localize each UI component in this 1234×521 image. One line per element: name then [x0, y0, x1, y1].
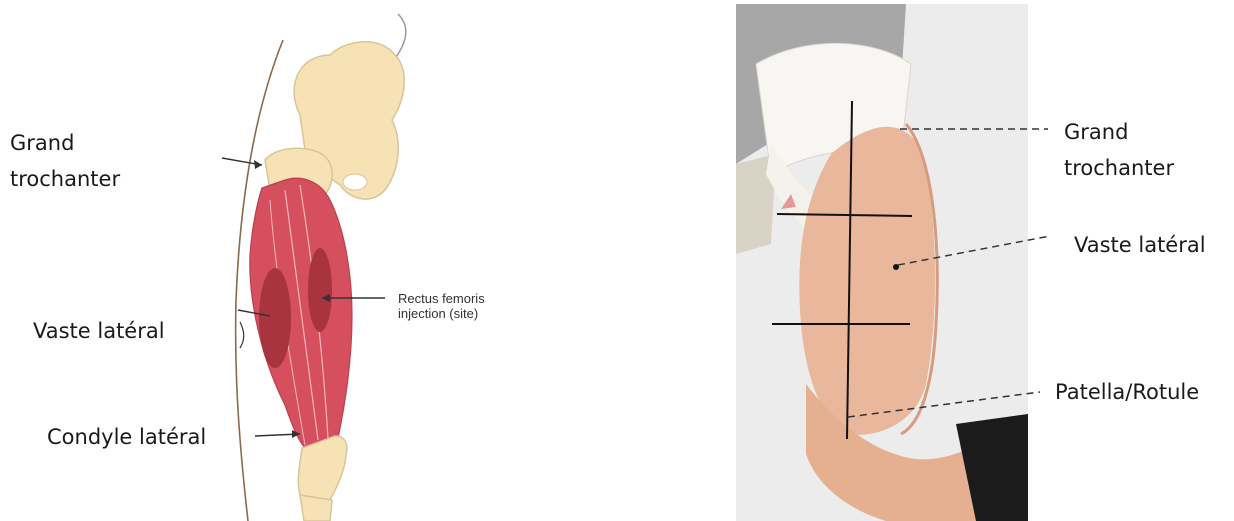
leader-patella — [848, 392, 1040, 417]
label-patella-rotule: Patella/Rotule — [1055, 375, 1199, 409]
label-vaste-lateral-right: Vaste latéral — [1074, 228, 1206, 262]
label-grand-trochanter-right-line1: Grand — [1064, 115, 1128, 149]
leader-vaste-lateral — [898, 236, 1050, 265]
label-grand-trochanter-right-line2: trochanter — [1064, 151, 1174, 185]
